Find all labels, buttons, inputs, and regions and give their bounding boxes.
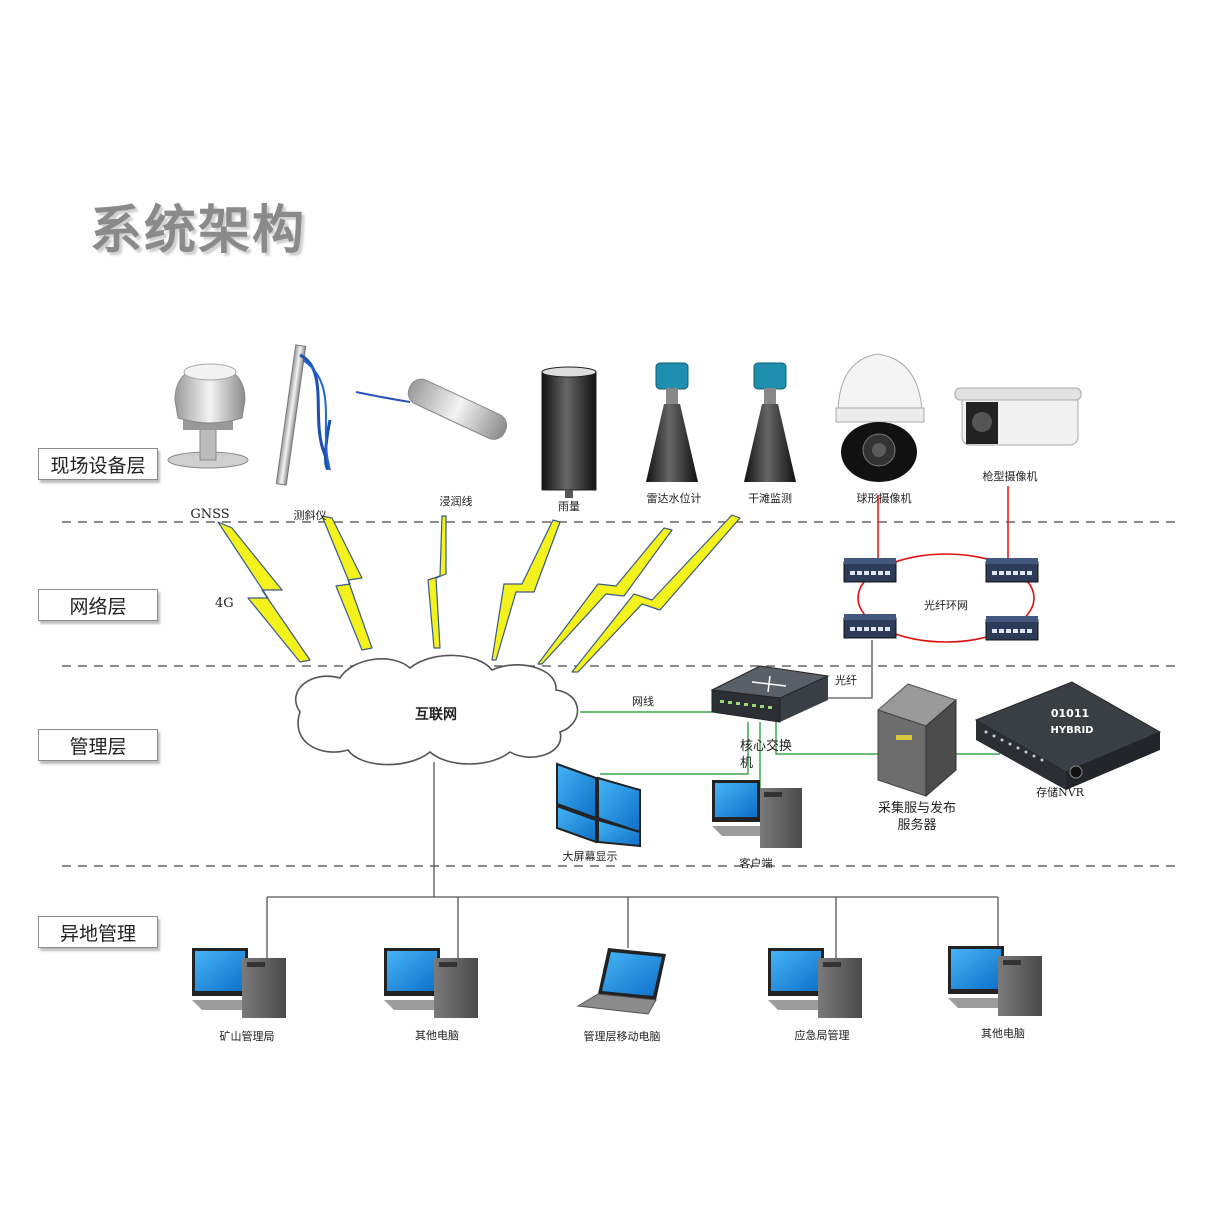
- layer-dividers: [62, 521, 1182, 867]
- fiber-link: [828, 640, 873, 699]
- seepage-sensor-icon: [355, 378, 508, 440]
- client-pc-icon: [712, 780, 802, 848]
- lightning-bolt-icon: [491, 519, 561, 661]
- remote-label-other-pc-2: 其他电脑: [981, 1027, 1025, 1040]
- rain-gauge-icon: [541, 366, 597, 498]
- bullet-camera-label: 枪型摄像机: [982, 470, 1038, 483]
- videowall-link: [600, 722, 749, 775]
- remote-label-other-pc: 其他电脑: [415, 1029, 459, 1042]
- dome-camera-label: 球形摄像机: [856, 492, 912, 505]
- radar-level-gauge-icon: [646, 362, 698, 482]
- nvr-badge-bottom: HYBRID: [1051, 725, 1094, 736]
- wireless-links: [217, 514, 741, 673]
- ring-switches: [843, 558, 1039, 641]
- fiber-label: 光纤: [835, 674, 857, 687]
- beach-label: 干滩监测: [748, 492, 792, 505]
- dome-camera-icon: [835, 353, 925, 482]
- rain-label: 雨量: [558, 500, 580, 513]
- remote-bus: [266, 762, 999, 958]
- remote-pc-icon: [192, 948, 286, 1018]
- inclinometer-icon: [275, 344, 332, 486]
- video-wall-label: 大屏幕显示: [562, 850, 618, 863]
- radar-level-label: 雷达水位计: [646, 492, 702, 505]
- switch-icon: [985, 558, 1039, 583]
- lightning-bolt-icon: [321, 515, 373, 651]
- internet-label: 互联网: [415, 707, 457, 723]
- layer-label-network: 网络层: [38, 589, 158, 621]
- server-icon: [877, 683, 957, 798]
- lightning-bolt-icon: [537, 527, 673, 665]
- core-switch-label: 核心交换机: [740, 739, 793, 771]
- lightning-bolt-icon: [217, 521, 311, 663]
- fiber-ring: [857, 553, 1035, 643]
- remote-label-laptop: 管理层移动电脑: [583, 1030, 661, 1043]
- fiber-ring-label: 光纤环网: [924, 599, 968, 612]
- seepage-label: 浸润线: [439, 495, 473, 508]
- internet-cloud-icon: [294, 654, 579, 766]
- server-label: 采集服与发布服务器: [878, 801, 957, 833]
- lightning-bolt-icon: [571, 514, 741, 673]
- server-link: [775, 722, 878, 755]
- cellular-label: 4G: [215, 596, 234, 611]
- cable-label: 网线: [632, 695, 654, 708]
- remote-pc-icon: [384, 948, 478, 1018]
- lightning-bolt-icon: [427, 515, 447, 649]
- remote-label-emergency: 应急局管理: [794, 1029, 850, 1042]
- nvr-icon: 01011 HYBRID: [974, 681, 1162, 790]
- gnss-receiver-icon: [167, 363, 249, 469]
- page-title: 系统架构: [90, 201, 307, 261]
- laptop-icon: [576, 948, 666, 1015]
- remote-pc-icon: [948, 946, 1042, 1016]
- switch-icon: [985, 616, 1039, 641]
- bullet-camera-icon: [954, 387, 1082, 446]
- inclinometer-label: 测斜仪: [293, 509, 327, 522]
- camera-uplinks: [877, 486, 1009, 558]
- remote-label-mine-bureau: 矿山管理局: [219, 1030, 275, 1043]
- nvr-badge-top: 01011: [1051, 707, 1089, 720]
- core-switch-icon: [710, 665, 830, 723]
- nvr-label: 存储NVR: [1036, 786, 1084, 799]
- client-label: 客户端: [739, 857, 773, 870]
- layer-label-field: 现场设备层: [38, 448, 158, 480]
- remote-pc-icon: [768, 948, 862, 1018]
- layer-label-management: 管理层: [38, 729, 158, 761]
- switch-icon: [843, 558, 897, 583]
- beach-monitor-icon: [744, 362, 796, 482]
- switch-icon: [843, 614, 897, 639]
- gnss-label: GNSS: [190, 507, 230, 522]
- video-wall-icon: [556, 762, 641, 848]
- layer-label-remote: 异地管理: [38, 916, 158, 948]
